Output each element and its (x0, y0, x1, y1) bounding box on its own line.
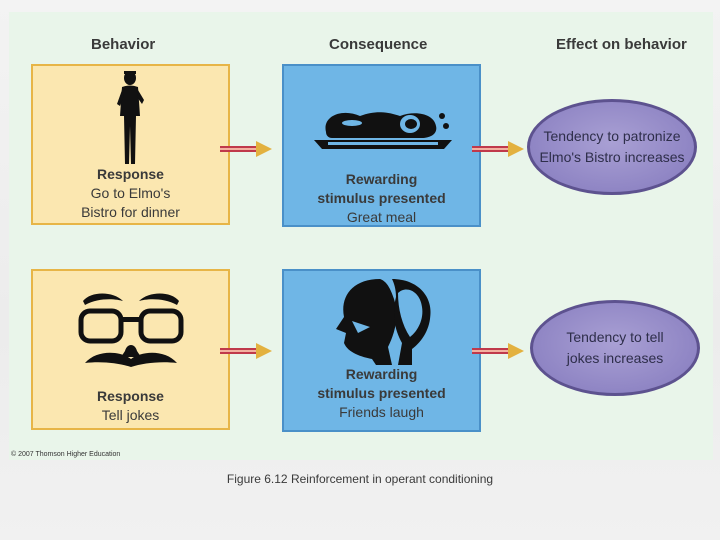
behavior-title-2: Response (97, 388, 164, 404)
behavior-line-2a: Tell jokes (101, 407, 160, 423)
roast-meal-icon (314, 112, 452, 149)
effect-text-2: Tendency to tell jokes increases (533, 327, 697, 369)
consequence-box-2: Rewarding stimulus presented Friends lau… (282, 269, 481, 432)
effect-text-1: Tendency to patronize Elmo's Bistro incr… (530, 126, 694, 168)
behavior-box-1: Response Go to Elmo's Bistro for dinner (31, 64, 230, 225)
consequence-title-2a: Rewarding (345, 366, 418, 382)
effect-line-1b: Elmo's Bistro increases (539, 149, 685, 165)
consequence-title-1b: stimulus presented (317, 190, 446, 206)
behavior-line-1a: Go to Elmo's (90, 185, 171, 201)
figure-caption: Figure 6.12 Reinforcement in operant con… (226, 472, 494, 486)
behavior-box-2: Response Tell jokes (31, 269, 230, 430)
effect-line-1a: Tendency to patronize (543, 128, 681, 144)
behavior-line-1b: Bistro for dinner (81, 204, 180, 220)
figure-panel: Behavior Consequence Effect on behavior … (9, 12, 713, 460)
header-behavior: Behavior (91, 36, 156, 53)
effect-ellipse-2: Tendency to tell jokes increases (530, 300, 700, 396)
consequence-box-1: Rewarding stimulus presented Great meal (282, 64, 481, 227)
behavior-text-1: Response Go to Elmo's Bistro for dinner (33, 165, 228, 222)
header-effect: Effect on behavior (556, 36, 687, 53)
right-arrow-icon (220, 141, 272, 157)
consequence-text-1: Rewarding stimulus presented Great meal (284, 170, 479, 227)
behavior-title-1: Response (97, 166, 164, 182)
right-arrow-icon (472, 141, 524, 157)
effect-ellipse-1: Tendency to patronize Elmo's Bistro incr… (527, 99, 697, 195)
right-arrow-icon (220, 343, 272, 359)
consequence-title-2b: stimulus presented (317, 385, 446, 401)
effect-line-2a: Tendency to tell (566, 329, 664, 345)
header-consequence: Consequence (329, 36, 428, 53)
effect-line-2b: jokes increases (566, 350, 664, 366)
consequence-title-1a: Rewarding (345, 171, 418, 187)
consequence-detail-2: Friends laugh (339, 404, 424, 420)
consequence-text-2: Rewarding stimulus presented Friends lau… (284, 365, 479, 422)
laughing-faces-icon (336, 279, 431, 365)
man-in-suit-icon (117, 71, 144, 164)
copyright-notice: © 2007 Thomson Higher Education (11, 451, 121, 458)
glasses-mustache-disguise-icon (78, 293, 184, 367)
consequence-detail-1: Great meal (346, 209, 417, 225)
behavior-text-2: Response Tell jokes (33, 387, 228, 425)
right-arrow-icon (472, 343, 524, 359)
